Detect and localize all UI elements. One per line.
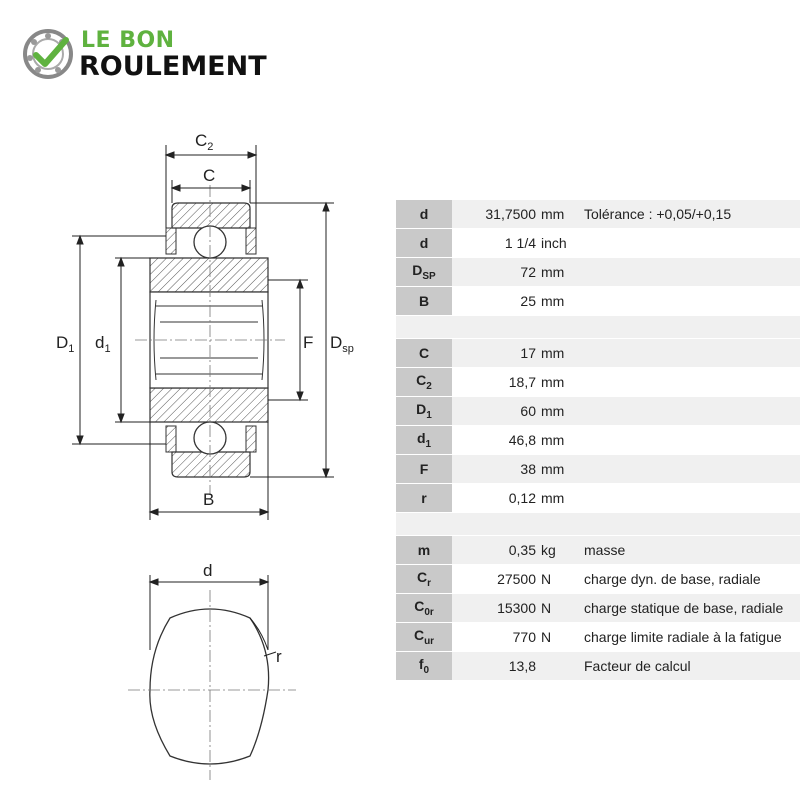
spec-value: 46,8 bbox=[452, 425, 541, 455]
bearing-check-icon bbox=[23, 29, 73, 79]
spec-symbol: B bbox=[396, 286, 452, 316]
label-c: C bbox=[203, 166, 215, 185]
spec-value: 31,7500 bbox=[452, 200, 541, 229]
brand-line-1: LE BON bbox=[81, 28, 175, 53]
inner-ring-bottom bbox=[149, 387, 269, 423]
spec-symbol: F bbox=[396, 454, 452, 484]
spec-unit: mm bbox=[541, 425, 574, 455]
spec-unit: mm bbox=[541, 338, 574, 368]
spec-description: masse bbox=[574, 535, 800, 565]
label-dsp: Dsp bbox=[330, 333, 354, 355]
spec-unit: mm bbox=[541, 396, 574, 426]
spec-description bbox=[574, 257, 800, 287]
label-d: d bbox=[203, 561, 212, 580]
label-c2: C2 bbox=[195, 131, 213, 153]
spec-value: 17 bbox=[452, 338, 541, 368]
brand-logo: LE BON ROULEMENT bbox=[22, 26, 312, 86]
spec-symbol: m bbox=[396, 535, 452, 565]
spec-symbol: r bbox=[396, 483, 452, 513]
spec-symbol: DSP bbox=[396, 257, 452, 287]
label-f: F bbox=[303, 333, 313, 352]
spec-description bbox=[574, 338, 800, 368]
spec-symbol: d bbox=[396, 200, 452, 229]
spec-value: 18,7 bbox=[452, 367, 541, 397]
bearing-cross-section-drawing: C2 C D1 d1 F Dsp B d r bbox=[56, 131, 354, 780]
spec-value: 770 bbox=[452, 622, 541, 652]
spec-description: Tolérance : +0,05/+0,15 bbox=[574, 200, 800, 229]
spec-symbol: D1 bbox=[396, 396, 452, 426]
spec-unit: mm bbox=[541, 286, 574, 316]
spec-value: 0,12 bbox=[452, 483, 541, 513]
spec-group-separator bbox=[396, 512, 800, 536]
spec-unit: N bbox=[541, 622, 574, 652]
spec-description bbox=[574, 454, 800, 484]
brand-line-2: ROULEMENT bbox=[79, 51, 267, 82]
spec-symbol: d bbox=[396, 228, 452, 258]
spec-unit: N bbox=[541, 564, 574, 594]
spec-description bbox=[574, 396, 800, 426]
spec-symbol: Cur bbox=[396, 622, 452, 652]
spec-symbol: C2 bbox=[396, 367, 452, 397]
inner-ring-top bbox=[149, 257, 269, 293]
spec-value: 72 bbox=[452, 257, 541, 287]
spec-description bbox=[574, 286, 800, 316]
spec-description: charge statique de base, radiale bbox=[574, 593, 800, 623]
spec-group-separator bbox=[396, 315, 800, 339]
spec-value: 0,35 bbox=[452, 535, 541, 565]
outer-ring-top bbox=[171, 202, 251, 229]
spec-description bbox=[574, 228, 800, 258]
outer-ring-bottom bbox=[171, 451, 251, 478]
spec-unit: inch bbox=[541, 228, 574, 258]
spec-symbol: C bbox=[396, 338, 452, 368]
spec-value: 38 bbox=[452, 454, 541, 484]
spec-value: 13,8 bbox=[452, 651, 541, 681]
spec-value: 15300 bbox=[452, 593, 541, 623]
label-r: r bbox=[276, 647, 282, 666]
label-b: B bbox=[203, 490, 214, 509]
spec-symbol: d1 bbox=[396, 425, 452, 455]
spec-unit: kg bbox=[541, 535, 574, 565]
spec-description bbox=[574, 425, 800, 455]
spec-unit: mm bbox=[541, 483, 574, 513]
spec-unit: mm bbox=[541, 367, 574, 397]
spec-value: 27500 bbox=[452, 564, 541, 594]
spec-description bbox=[574, 483, 800, 513]
spec-symbol: C0r bbox=[396, 593, 452, 623]
spec-value: 25 bbox=[452, 286, 541, 316]
spec-unit: mm bbox=[541, 454, 574, 484]
label-d1-inner: d1 bbox=[95, 333, 111, 355]
spec-description: charge dyn. de base, radiale bbox=[574, 564, 800, 594]
spec-description: Facteur de calcul bbox=[574, 651, 800, 681]
spec-value: 60 bbox=[452, 396, 541, 426]
spec-description: charge limite radiale à la fatigue bbox=[574, 622, 800, 652]
spec-unit: mm bbox=[541, 257, 574, 287]
spec-unit: N bbox=[541, 593, 574, 623]
label-d1-outer: D1 bbox=[56, 333, 74, 355]
spec-value: 1 1/4 bbox=[452, 228, 541, 258]
spec-unit: mm bbox=[541, 200, 574, 229]
spec-unit bbox=[541, 651, 574, 681]
hex-bore-end-view bbox=[149, 608, 270, 765]
spec-description bbox=[574, 367, 800, 397]
spec-symbol: f0 bbox=[396, 651, 452, 681]
spec-symbol: Cr bbox=[396, 564, 452, 594]
